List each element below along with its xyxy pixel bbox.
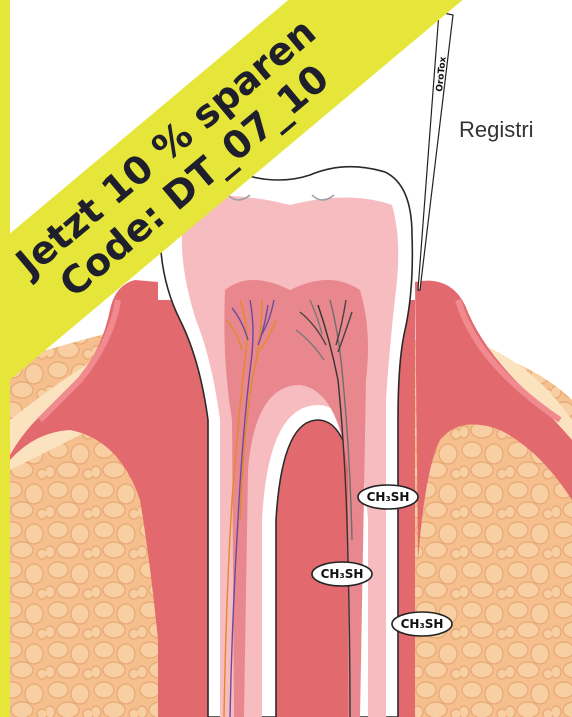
register-text: Registri: [459, 117, 534, 143]
badge-ch3sh-3: CH₃SH: [392, 612, 452, 636]
svg-text:CH₃SH: CH₃SH: [367, 490, 410, 504]
svg-text:CH₃SH: CH₃SH: [321, 567, 364, 581]
probe-strip: OroTox: [418, 12, 453, 290]
badge-ch3sh-2: CH₃SH: [312, 562, 372, 586]
badge-ch3sh-1: CH₃SH: [358, 485, 418, 509]
svg-text:CH₃SH: CH₃SH: [401, 617, 444, 631]
